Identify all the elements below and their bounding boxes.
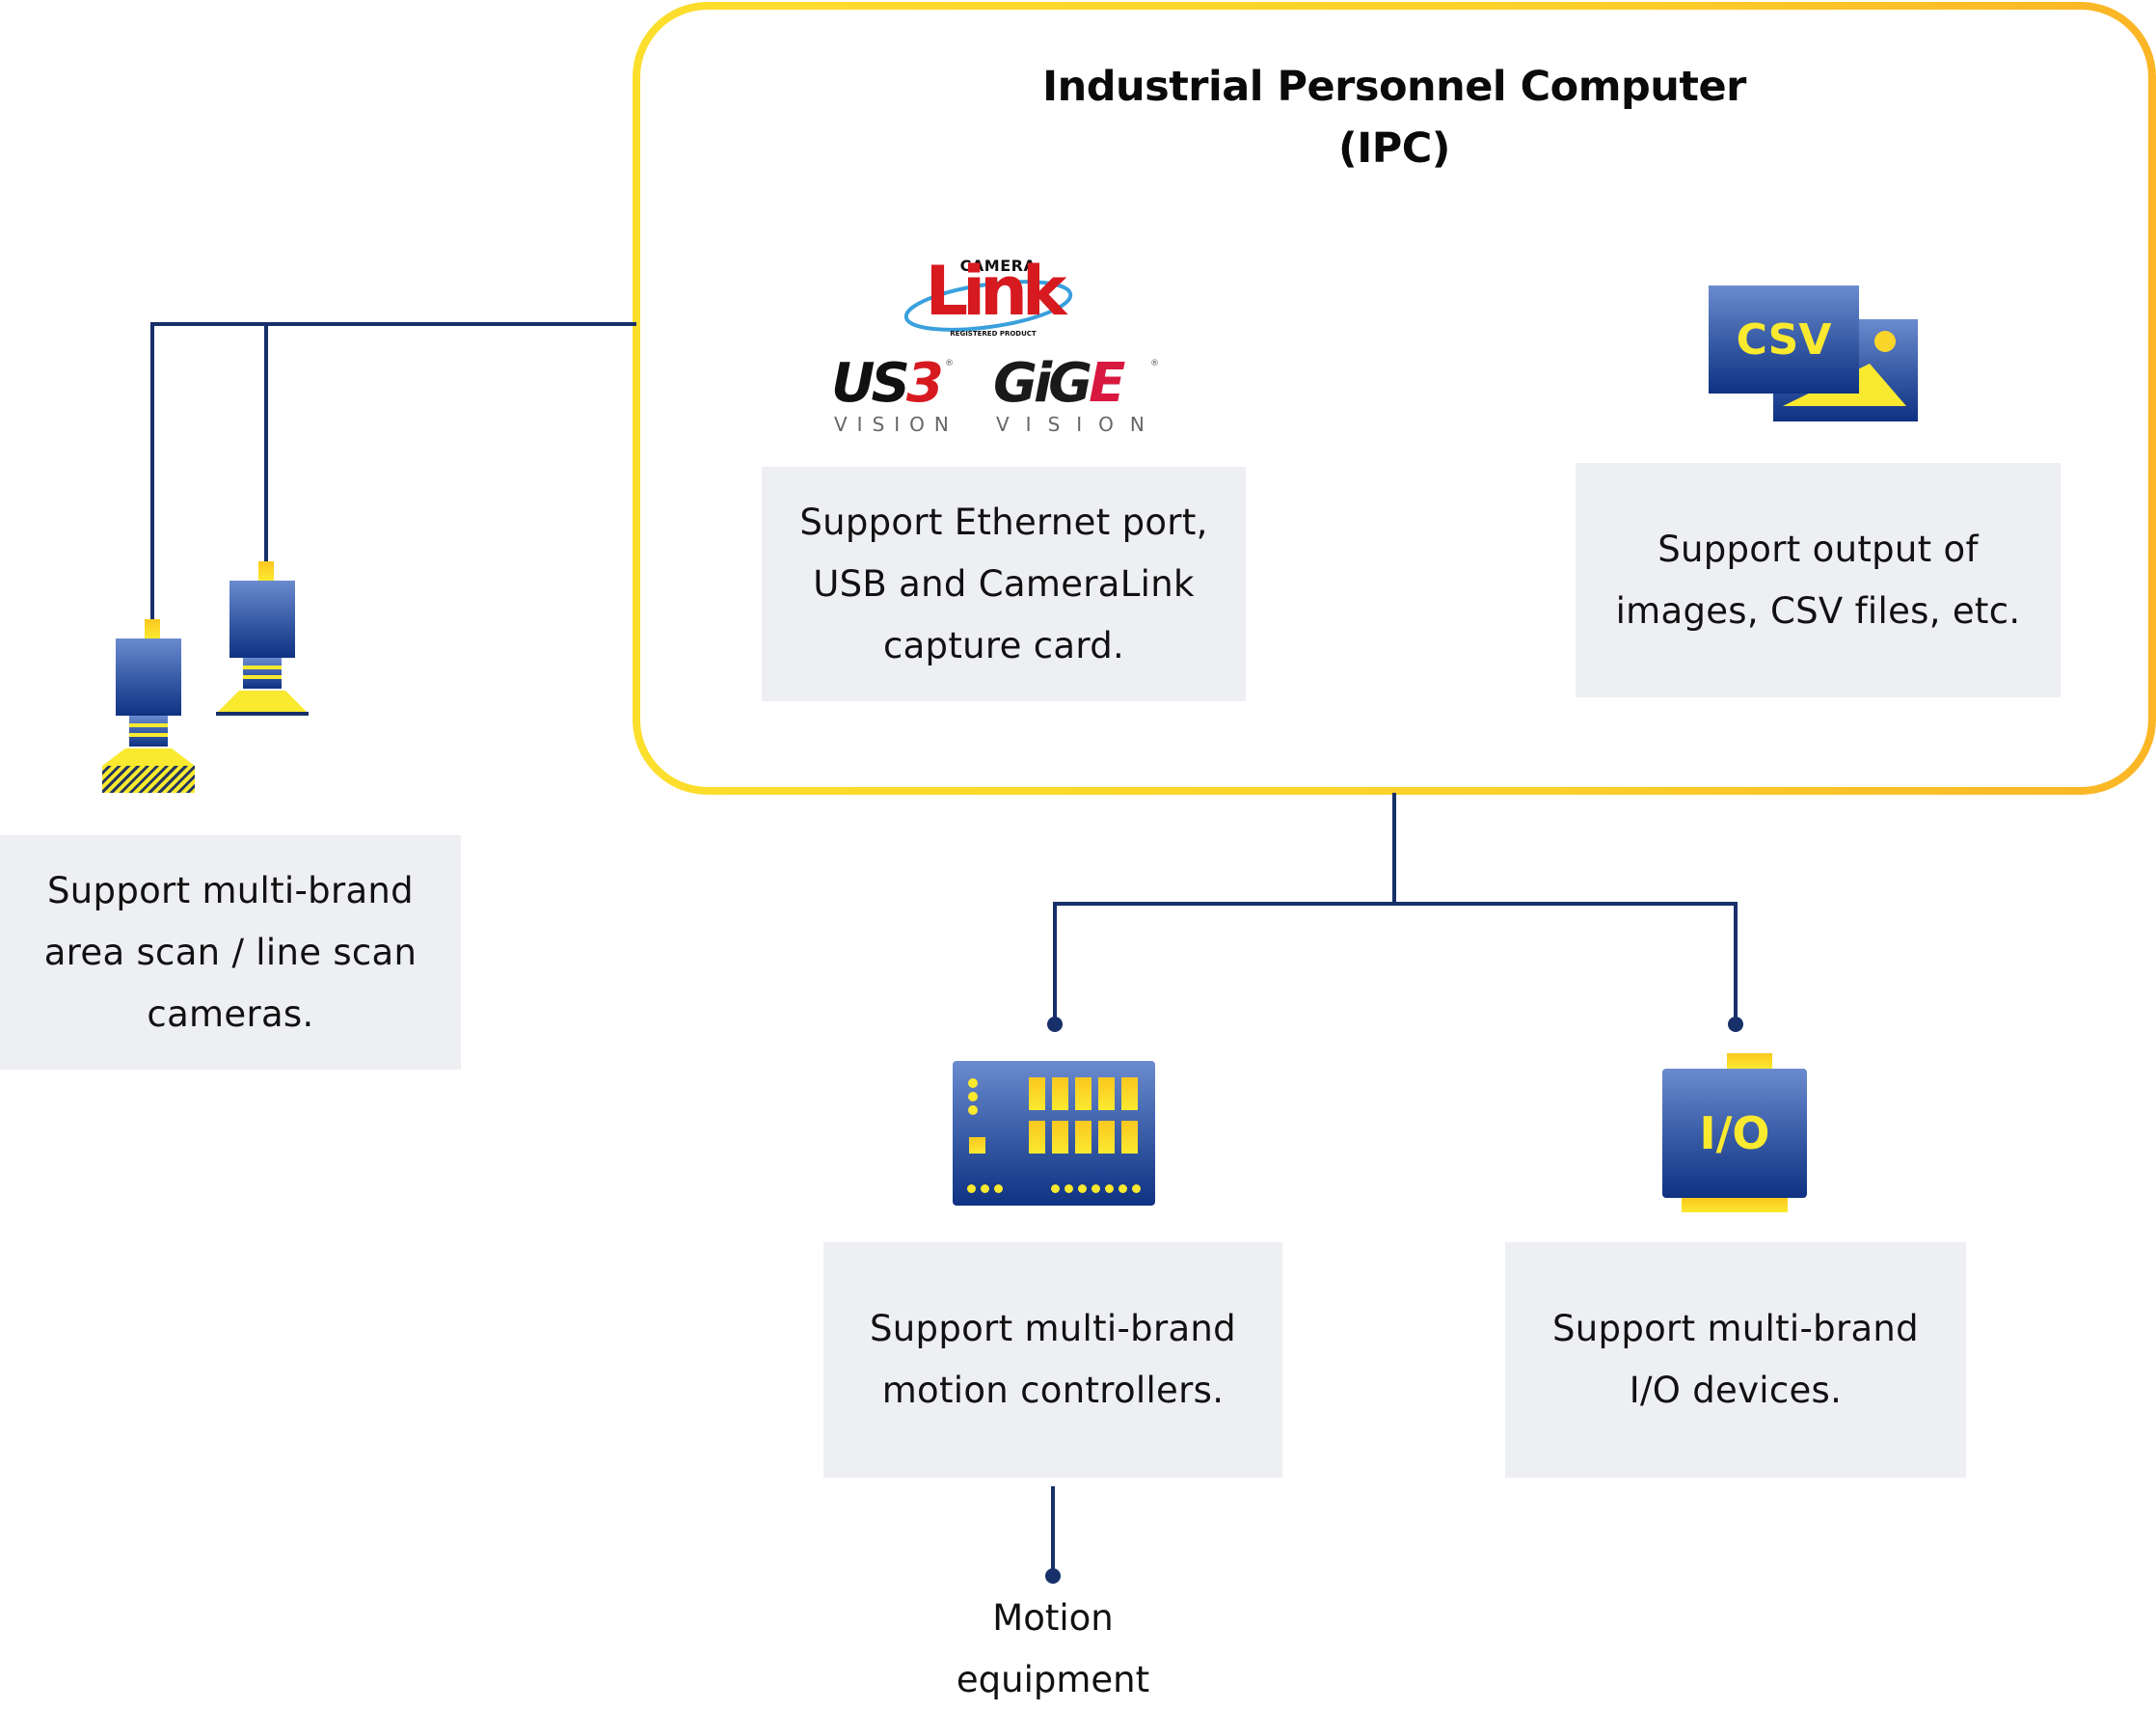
interfaces-card-line: USB and CameraLink <box>813 562 1195 605</box>
camera-bus-line <box>150 322 636 326</box>
area-camera-link-line <box>150 322 154 619</box>
output-card: Support output of images, CSV files, etc… <box>1576 463 2061 697</box>
line-camera-link-line <box>264 322 268 561</box>
csv-icon-label: CSV <box>1736 314 1832 365</box>
cameras-card-line: cameras. <box>147 992 314 1035</box>
gige-accent-text: E <box>1089 352 1125 415</box>
motion-equipment-label-line: equipment <box>956 1659 1150 1700</box>
io-card-line: Support multi-brand <box>1552 1308 1919 1349</box>
usb3-sub-text: VISION <box>834 413 958 436</box>
motion-controller-card: Support multi-brand motion controllers. <box>823 1242 1282 1478</box>
io-branch-line <box>1734 902 1738 1024</box>
usb3-vision-logo: US3 ® VISION <box>831 352 958 437</box>
interfaces-card: Support Ethernet port, USB and CameraLin… <box>762 467 1246 701</box>
motion-equipment-dot <box>1045 1568 1061 1584</box>
gige-main-text: GiG <box>993 352 1092 415</box>
cameralink-main-text: Link <box>925 252 1067 331</box>
gige-registered-mark: ® <box>1150 359 1159 368</box>
cameralink-logo-graphic <box>903 280 1073 332</box>
io-device-card: Support multi-brand I/O devices. <box>1505 1242 1966 1478</box>
gige-vision-logo: GiGE ® VISION <box>993 352 1163 437</box>
motion-equipment-label: Motion equipment <box>860 1588 1246 1711</box>
area-scan-camera-icon <box>102 619 195 793</box>
io-card-line: I/O devices. <box>1629 1370 1843 1411</box>
interfaces-card-line: capture card. <box>882 624 1125 666</box>
cameralink-sub-text: REGISTERED PRODUCT <box>950 330 1037 338</box>
io-device-icon: I/O <box>1662 1053 1807 1213</box>
io-icon-label: I/O <box>1699 1107 1770 1159</box>
usb3-registered-mark: ® <box>945 359 954 368</box>
ipc-trunk-line <box>1392 793 1396 906</box>
cameras-card: Support multi-brand area scan / line sca… <box>0 835 461 1070</box>
usb3-accent-text: 3 <box>905 352 944 415</box>
motion-branch-dot <box>1047 1017 1063 1032</box>
motion-controller-icon <box>953 1061 1155 1206</box>
io-branch-dot <box>1728 1017 1743 1032</box>
motion-branch-line <box>1053 902 1057 1024</box>
cameras-card-line: area scan / line scan <box>43 931 418 973</box>
device-bus-line <box>1053 902 1738 906</box>
cameralink-logo: CAMERA Link REGISTERED PRODUCT <box>897 253 1080 343</box>
cameras-card-line: Support multi-brand <box>47 869 414 911</box>
interfaces-card-line: Support Ethernet port, <box>799 501 1208 543</box>
cameralink-top-text: CAMERA <box>959 257 1037 275</box>
ipc-title-line1: Industrial Personnel Computer <box>1042 63 1746 111</box>
image-sun-icon <box>1874 331 1896 352</box>
usb3-main-text: US <box>831 352 910 415</box>
output-card-line: images, CSV files, etc. <box>1615 589 2021 632</box>
csv-file-icon: CSV <box>1709 285 1859 394</box>
output-card-line: Support output of <box>1657 528 1979 570</box>
motion-equipment-label-line: Motion <box>992 1597 1114 1639</box>
ipc-title: Industrial Personnel Computer (IPC) <box>633 56 2156 179</box>
gige-sub-text: VISION <box>996 413 1161 436</box>
motion-card-line: Support multi-brand <box>870 1308 1236 1349</box>
motion-card-line: motion controllers. <box>881 1370 1225 1411</box>
line-scan-camera-icon <box>216 561 309 716</box>
ipc-title-line2: (IPC) <box>1338 124 1450 173</box>
motion-equipment-line <box>1051 1486 1055 1573</box>
